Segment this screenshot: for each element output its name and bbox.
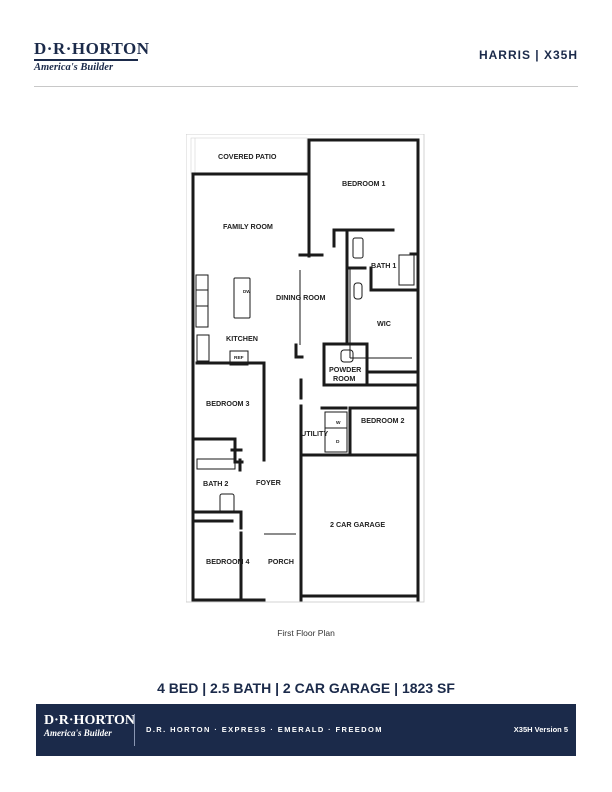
floor-plan: COVERED PATIO BEDROOM 1 FAMILY ROOM BATH… [186, 134, 425, 603]
header-divider [34, 86, 578, 87]
logo-brand: D·R·HORTON [34, 39, 150, 58]
home-specs: 4 BED | 2.5 BATH | 2 CAR GARAGE | 1823 S… [157, 680, 455, 696]
footer-divider [134, 714, 135, 746]
room-bath-2: BATH 2 [203, 479, 228, 488]
footer-bar: D·R·HORTON America's Builder D.R. HORTON… [36, 704, 576, 756]
room-bedroom-2: BEDROOM 2 [361, 416, 405, 425]
footer-logo-brand: D·R·HORTON [44, 713, 136, 728]
walls [191, 138, 420, 602]
footer-version: X35H Version 5 [513, 725, 568, 734]
room-bedroom-3: BEDROOM 3 [206, 399, 250, 408]
room-dining-room: DINING ROOM [276, 293, 326, 302]
room-bedroom-1: BEDROOM 1 [342, 179, 386, 188]
room-wic: WIC [377, 319, 391, 328]
room-powder-room-line1: POWDER [329, 365, 362, 374]
plan-title: HARRIS | X35H [478, 48, 578, 62]
plan-outer-outline [186, 134, 425, 603]
room-powder-room-line2: ROOM [333, 374, 355, 383]
label-dw: DW [243, 289, 251, 294]
room-bedroom-4: BEDROOM 4 [206, 557, 250, 566]
thin-walls [195, 237, 415, 535]
logo-tagline: America's Builder [34, 61, 114, 73]
floor-plan-caption: First Floor Plan [277, 628, 335, 638]
logo-rule [34, 59, 138, 61]
room-covered-patio: COVERED PATIO [218, 152, 277, 161]
drhorton-logo: D·R·HORTON America's Builder [34, 40, 150, 73]
room-bath-1: BATH 1 [371, 261, 396, 270]
label-dryer: D [336, 439, 340, 445]
room-porch: PORCH [268, 557, 294, 566]
footer-logo-tagline: America's Builder [44, 728, 112, 738]
label-ref: REF [234, 355, 244, 361]
room-2-car-garage: 2 CAR GARAGE [330, 520, 385, 529]
footer-brands: D.R. HORTON · EXPRESS · EMERALD · FREEDO… [146, 725, 383, 734]
room-utility: UTILITY [301, 429, 328, 438]
room-kitchen: KITCHEN [226, 334, 258, 343]
footer-logo: D·R·HORTON America's Builder [44, 713, 135, 738]
room-family-room: FAMILY ROOM [223, 222, 273, 231]
room-foyer: FOYER [256, 478, 282, 487]
label-washer: W [336, 420, 341, 426]
